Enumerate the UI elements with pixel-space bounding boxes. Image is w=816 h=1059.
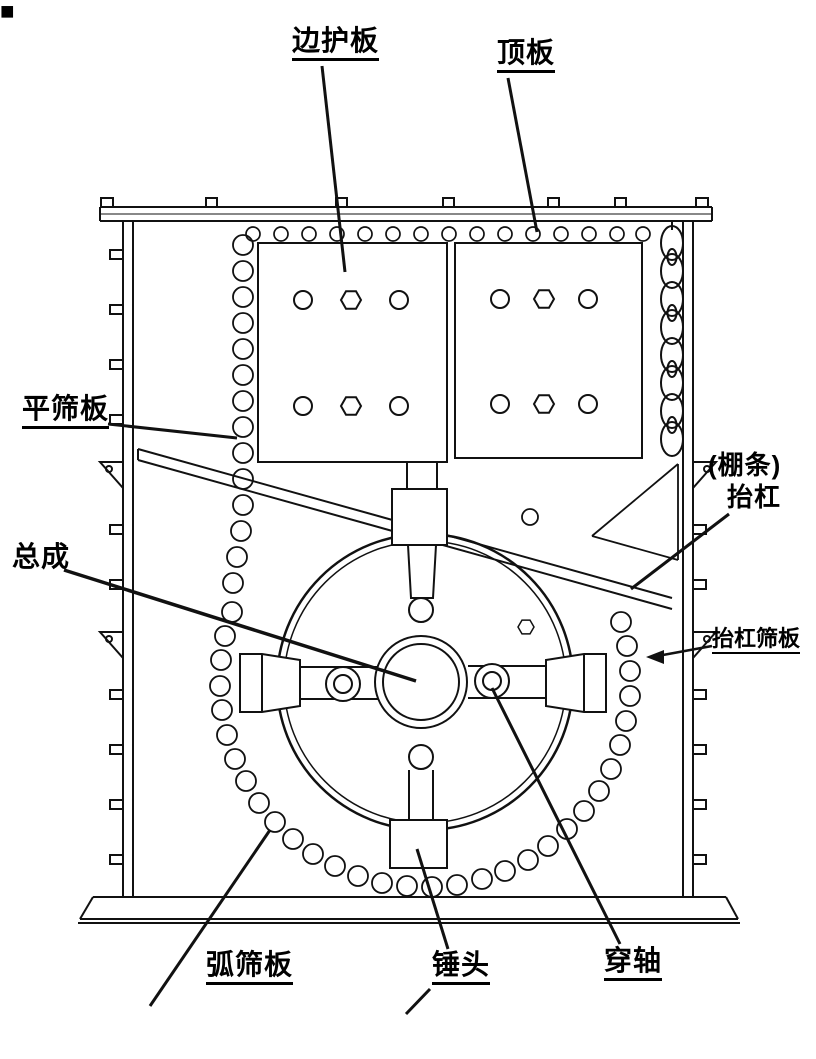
leader-lines xyxy=(63,65,730,1016)
label-flat-screen-plate: 平筛板 xyxy=(22,394,110,430)
hammer-top xyxy=(391,461,448,599)
through-shaft-pins xyxy=(325,663,510,702)
hopper-chute xyxy=(521,463,679,561)
leader-top-plate xyxy=(506,77,539,233)
label-assembly: 总成 xyxy=(12,541,71,572)
side-guard-plate xyxy=(257,242,448,463)
assembly-marker-icon: ■ xyxy=(0,0,15,25)
arc-screen-plate xyxy=(209,601,641,898)
label-arc-screen-plate: 弧筛板 xyxy=(206,950,294,986)
rotor-hub xyxy=(374,597,468,770)
label-lifting-bar-screen-plate: 抬杠筛板 xyxy=(712,627,801,655)
label-side-guard-plate: 边护板 xyxy=(292,26,380,62)
label-hammer-head: 锤头 xyxy=(432,950,491,986)
label-through-shaft: 穿轴 xyxy=(604,946,663,982)
top-bolt-row xyxy=(245,226,651,242)
hammer-right xyxy=(468,653,607,713)
leader-side-guard-plate xyxy=(320,65,347,273)
right-wall xyxy=(682,221,719,897)
label-top-plate: 顶板 xyxy=(497,38,556,74)
chain xyxy=(660,221,684,457)
hammer-bottom xyxy=(389,770,448,869)
label-lifting-bar: 抬杠 xyxy=(727,482,782,512)
leader-flat-screen-plate xyxy=(107,422,238,440)
left-wall xyxy=(97,221,134,897)
leader-lifting-bar xyxy=(630,512,730,591)
leader-through-shaft xyxy=(490,687,622,945)
leader-hammer-head xyxy=(415,848,450,950)
leader-assembly xyxy=(63,568,417,683)
leader-arrow-lifting-bar-screen xyxy=(646,650,664,664)
base-plate xyxy=(78,896,740,924)
leader-arc-screen-plate xyxy=(148,829,272,1007)
top-beam xyxy=(99,197,713,222)
top-plate xyxy=(454,242,643,459)
flat-screen-plate xyxy=(222,234,254,594)
label-grate-bars: (棚条) xyxy=(708,450,782,480)
leader-hammer-head-tail xyxy=(404,987,432,1016)
